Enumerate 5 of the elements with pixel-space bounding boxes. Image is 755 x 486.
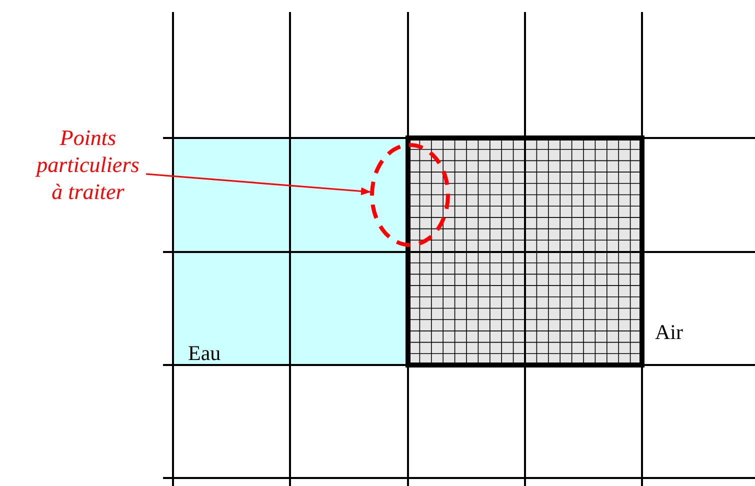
region-label: Eau bbox=[188, 341, 221, 366]
dashed-ellipse bbox=[370, 143, 450, 247]
leader-arrow bbox=[146, 173, 372, 196]
region-label: Air bbox=[655, 320, 683, 345]
callout-text: Points particuliers à traiter bbox=[32, 124, 144, 205]
